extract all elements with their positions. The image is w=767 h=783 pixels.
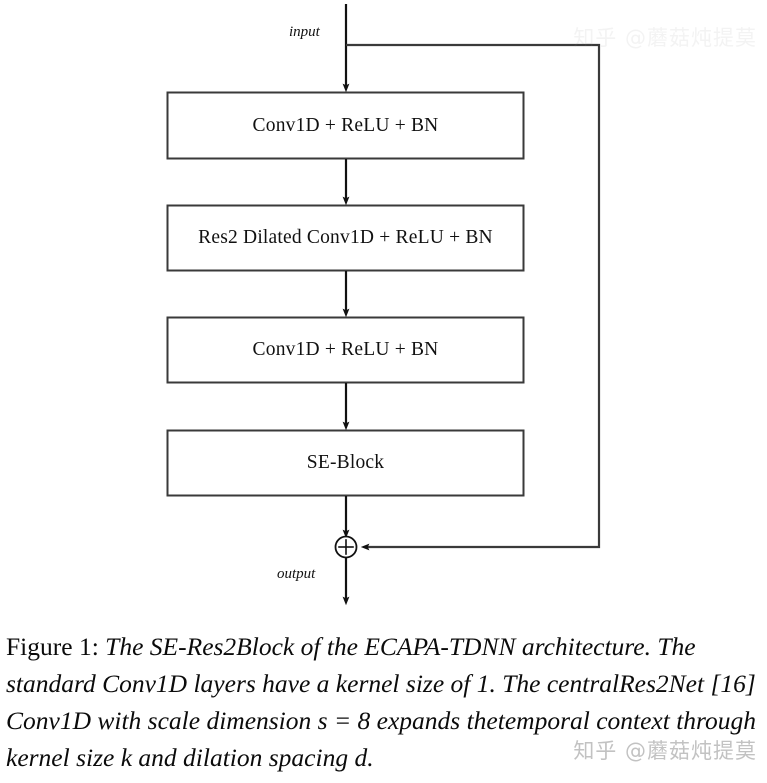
- caption-line-4-c: .: [367, 743, 374, 772]
- block-label-res2-dilated: Res2 Dilated Conv1D + ReLU + BN: [198, 227, 493, 248]
- caption-line-4-b: and dilation spacing: [132, 743, 355, 772]
- caption-line-3-b: expands the: [370, 706, 498, 735]
- block-rect-res2-dilated: [166, 204, 525, 272]
- skip-connection-path: [346, 43, 601, 551]
- flow-label-input: input: [289, 24, 320, 40]
- block-rect-conv1d-2: [166, 316, 525, 384]
- caption-figure-number: Figure 1:: [6, 632, 99, 661]
- block-label-se-block: SE-Block: [306, 452, 385, 473]
- caption-line-2: The standard Conv1D layers have a kernel…: [6, 632, 696, 698]
- figure-caption: Figure 1: The SE-Res2Block of the ECAPA-…: [6, 628, 763, 776]
- block-rect-conv1d-1: [166, 91, 525, 160]
- block-label-conv1d-2: Conv1D + ReLU + BN: [252, 339, 439, 360]
- figure-diagram: Conv1D + ReLU + BN Res2 Dilated Conv1D +…: [166, 4, 601, 606]
- caption-line-4-a: temporal context through kernel size: [6, 706, 757, 772]
- caption-line-3-a: Res2Net [16] Conv1D with scale dimension: [6, 669, 756, 735]
- diagram-canvas: [166, 4, 601, 606]
- caption-math-dilation-spacing: d: [354, 743, 368, 772]
- caption-line-1: The SE-Res2Block of the ECAPA-TDNN archi…: [105, 632, 651, 661]
- caption-math-kernel-size: k: [120, 743, 133, 772]
- block-label-conv1d-1: Conv1D + ReLU + BN: [252, 114, 439, 136]
- flow-label-output: output: [277, 566, 316, 582]
- caption-math-scale-dimension: s = 8: [317, 706, 371, 735]
- block-rect-se-block: [166, 429, 525, 497]
